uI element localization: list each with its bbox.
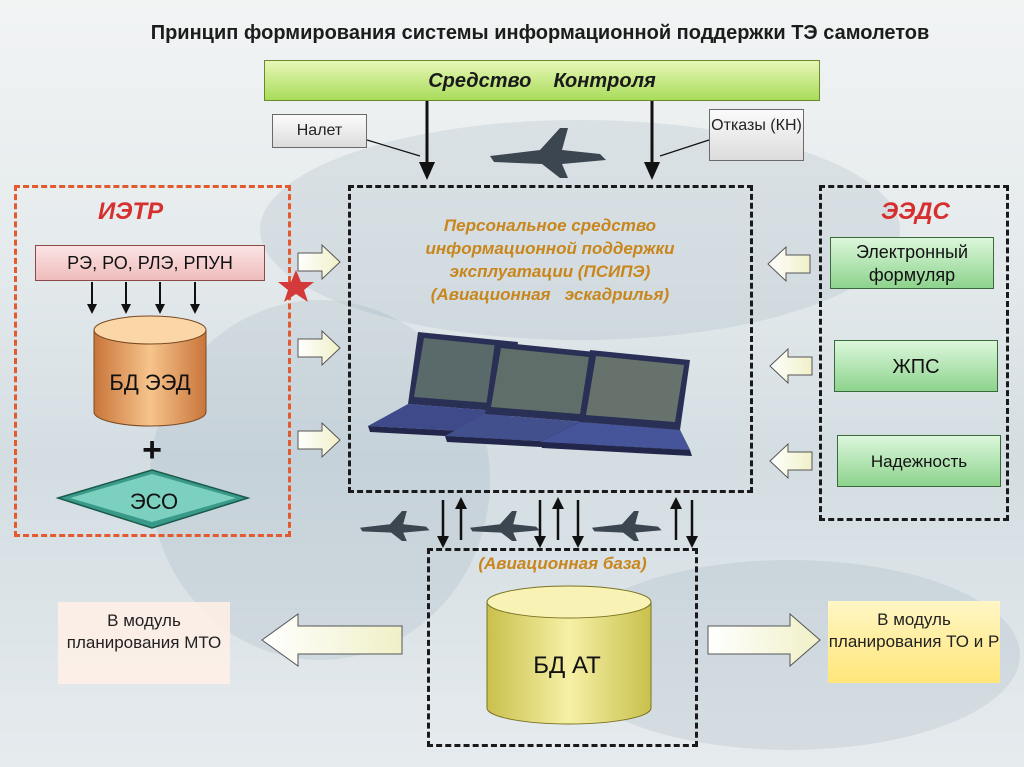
eso-diamond-highlight [70,474,236,522]
tor-module-label: В модуль планирования ТО и Р [828,610,1000,651]
psipe-line-4: (Авиационная эскадрилья) [430,285,670,304]
jet-icon-small-2 [470,511,540,541]
db-eed-label: БД ЭЭД [109,370,190,395]
jet-icon-small-3 [592,511,662,541]
db-eed-cylinder [93,315,207,427]
electronic-form-box: Электронный формуляр [830,237,994,289]
psipe-line-1: Персональное средство [443,216,657,235]
docs-arrowheads [87,304,200,314]
nalet-box: Налет [272,114,367,148]
control-arrowhead-right [644,162,660,180]
tor-module-box: В модуль планирования ТО и Р [828,601,1000,683]
ietr-group [14,185,291,537]
ietr-to-center-arrows [297,243,341,459]
mto-module-box: В модуль планирования МТО [58,602,230,684]
db-at-label: БД АТ [533,652,601,679]
laptops-image [368,332,692,456]
jet-icon-small-1 [360,511,430,541]
eeds-to-center-arrows [767,245,813,480]
electronic-form-label: Электронный формуляр [855,242,969,285]
docs-box: РЭ, РО, РЛЭ, РПУН [35,245,265,281]
center-base-arrowheads [437,497,698,548]
zhps-box: ЖПС [834,340,998,392]
psipe-line-3: эксплуатации (ПСИПЭ) [449,262,651,281]
center-base-arrows [441,500,694,540]
otkazy-connector [659,139,710,157]
jet-icon [490,128,606,178]
to-tor-arrow [707,612,821,668]
to-mto-arrow [261,613,403,667]
plus-sign: + [142,431,162,469]
eso-label: ЭСО [130,489,178,514]
otkazy-label: Отказы (КН) [711,117,802,134]
db-at-cylinder [486,585,652,725]
air-base-label: (Авиационная база) [478,554,647,573]
psipe-text: Персональное средство информационной под… [370,214,730,306]
nalet-connector [366,139,421,157]
reliability-box: Надежность [837,435,1001,487]
control-arrowhead-left [419,162,435,180]
eeds-title: ЭЭДС [881,198,950,225]
ietr-title: ИЭТР [98,198,164,225]
air-base-group [427,548,698,747]
otkazy-box: Отказы (КН) [709,109,804,161]
red-star-icon [278,270,314,302]
docs-down-arrows [91,282,196,306]
control-means-box: Средство Контроля [264,60,820,101]
eeds-group [819,185,1009,521]
psipe-group [348,185,753,493]
psipe-line-2: информационной поддержки [425,239,675,258]
mto-module-label: В модуль планирования МТО [66,611,222,652]
page-title: Принцип формирования системы информацион… [150,22,930,44]
